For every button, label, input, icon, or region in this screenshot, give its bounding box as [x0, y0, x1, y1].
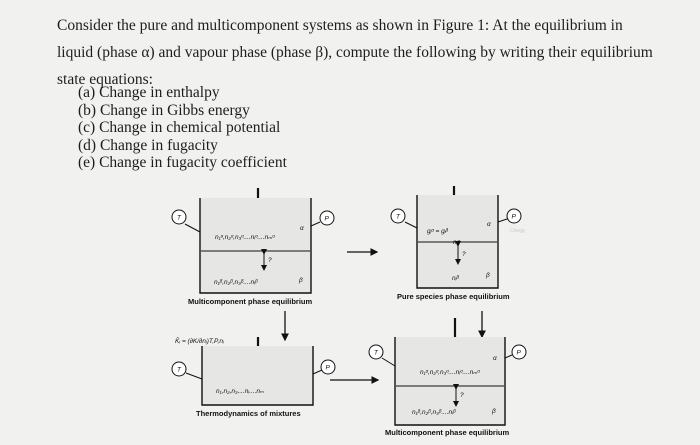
temp-lead — [404, 221, 418, 229]
transfer-mark: ? — [268, 257, 272, 264]
beta-species: nᵢᵝ — [452, 275, 459, 282]
partial-molar-label: K̄ᵢ = (∂K/∂nᵢ)T,P,nⱼ — [175, 337, 225, 345]
pressure-lead — [504, 354, 513, 359]
watermark: Chegg — [510, 228, 525, 234]
phase-beta-label: β — [491, 408, 496, 415]
transfer-mark: ? — [460, 392, 464, 399]
transfer-mark: ? — [462, 251, 466, 258]
caption: Thermodynamics of mixtures — [196, 409, 301, 418]
beta-species: n₁ᵝ,n₂ᵝ,n₃ᵝ....nᵢᵝ — [214, 279, 258, 286]
temperature-circle — [171, 361, 187, 377]
temperature-label: T — [177, 215, 182, 222]
panel-multicomponent-top: ? α β n₁ᵅ,n₂ᵅ,n₃ᵅ....nᵢᵅ....nₘᵅ n₁ᵝ,n₂ᵝ,… — [171, 188, 335, 306]
pressure-circle — [319, 210, 335, 226]
part-e: (e) Change in fugacity coefficient — [78, 154, 287, 172]
pressure-label: P — [325, 216, 330, 223]
pressure-circle — [320, 359, 336, 375]
alpha-species: n₁ᵅ,n₂ᵅ,n₃ᵅ....nᵢᵅ....nₘᵅ — [420, 369, 480, 376]
pressure-lead — [497, 218, 508, 223]
caption: Multicomponent phase equilibrium — [188, 297, 313, 306]
alpha-species: nᵢᵅ — [453, 239, 460, 246]
vessel — [394, 337, 506, 426]
temperature-circle — [390, 208, 406, 224]
phase-alpha-label: α — [487, 221, 491, 228]
temperature-label: T — [177, 367, 182, 374]
caption: Multicomponent phase equilibrium — [385, 428, 510, 437]
phase-beta-label: β — [485, 272, 490, 279]
temp-lead — [381, 357, 396, 367]
vessel — [199, 198, 312, 294]
question-text: Consider the pure and multicomponent sys… — [57, 17, 653, 88]
temperature-circle — [171, 209, 187, 225]
parts-list: (a) Change in enthalpy (b) Change in Gib… — [78, 84, 287, 172]
panel-mixtures: K̄ᵢ = (∂K/∂nᵢ)T,P,nⱼ n₁,n₂,n₃....nᵢ....n… — [171, 311, 336, 418]
part-b: (b) Change in Gibbs energy — [78, 101, 250, 119]
species-label: n₁,n₂,n₃....nᵢ....nₘ — [216, 388, 264, 395]
temperature-label: T — [374, 350, 379, 357]
vessel — [201, 346, 314, 406]
caption: Pure species phase equilibrium — [397, 292, 510, 301]
temp-lead — [185, 372, 203, 380]
pressure-lead — [310, 221, 321, 227]
temperature-circle — [368, 344, 384, 360]
temp-lead — [184, 223, 201, 233]
equality-label: gᵢᵅ = gᵢᵝ — [427, 228, 449, 235]
pressure-label: P — [512, 214, 517, 221]
part-a: (a) Change in enthalpy — [78, 84, 220, 101]
temperature-label: T — [396, 214, 401, 221]
phase-alpha-label: α — [493, 355, 497, 362]
beta-species: n₁ᵝ,n₂ᵝ,n₃ᵝ....nᵢᵝ — [412, 409, 456, 416]
panel-pure-species: ? α β gᵢᵅ = gᵢᵝ nᵢᵅ nᵢᵝ T P Chegg Pure s… — [390, 186, 525, 301]
part-c: (c) Change in chemical potential — [78, 119, 281, 137]
pressure-label: P — [517, 350, 522, 357]
pressure-lead — [312, 369, 323, 375]
part-d: (d) Change in fugacity — [78, 136, 218, 154]
phase-beta-label: β — [298, 277, 303, 284]
pressure-label: P — [326, 365, 331, 372]
pressure-circle — [506, 208, 522, 224]
pressure-circle — [511, 344, 527, 360]
panel-multicomponent-bottom: ? α β n₁ᵅ,n₂ᵅ,n₃ᵅ....nᵢᵅ....nₘᵅ n₁ᵝ,n₂ᵝ,… — [368, 311, 527, 437]
alpha-species: n₁ᵅ,n₂ᵅ,n₃ᵅ....nᵢᵅ....nₘᵅ — [215, 234, 275, 241]
phase-alpha-label: α — [300, 225, 304, 232]
